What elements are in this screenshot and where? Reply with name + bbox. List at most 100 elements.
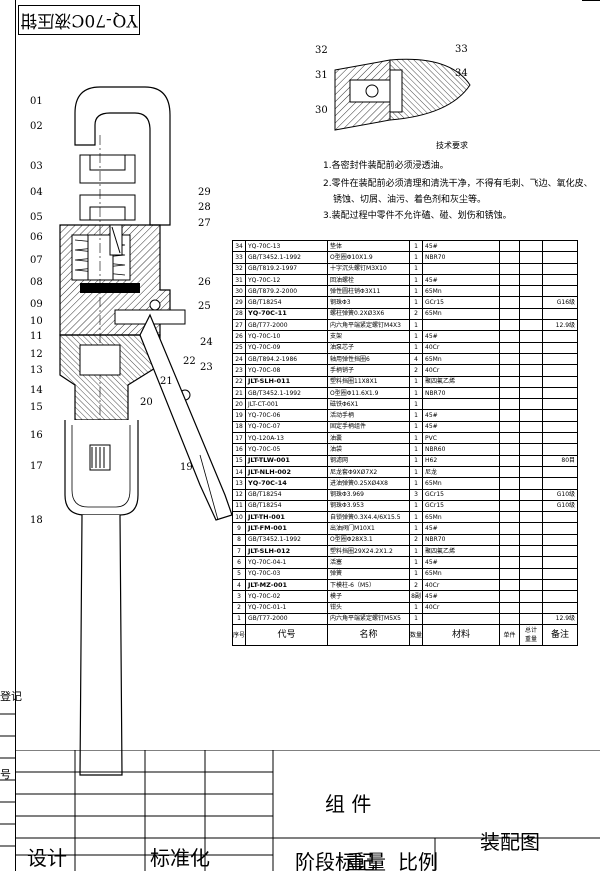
bom-cell-unit-weight <box>499 578 521 592</box>
bom-cell-name: 油囊 <box>327 432 411 445</box>
callout-16: 16 <box>30 430 43 441</box>
callout-06: 06 <box>30 232 43 243</box>
bom-cell-code: JLT-NLH-002 <box>245 465 329 479</box>
bom-cell-material: NBR70 <box>422 251 501 264</box>
bom-cell-note: 12.9级 <box>542 612 579 626</box>
bom-cell-note <box>542 352 579 366</box>
bom-cell-code: JLT-CT-001 <box>245 398 329 411</box>
bom-cell-no: 32 <box>231 262 247 275</box>
tech-req-item-4: 3.装配过程中零件不允许磕、碰、划伤和锈蚀。 <box>323 211 512 221</box>
bom-cell-no: 15 <box>231 454 247 467</box>
bom-cell-qty: 1 <box>409 262 424 275</box>
bom-cell-name: 钳头 <box>327 601 411 614</box>
bom-cell-note <box>542 567 579 580</box>
bom-cell-material: 45# <box>422 590 501 603</box>
bom-cell-no: 27 <box>231 319 247 332</box>
bom-cell-qty: 1 <box>409 477 424 490</box>
bom-cell-unit-weight <box>499 477 521 490</box>
bom-cell-no: 30 <box>231 285 247 298</box>
callout-27: 27 <box>198 218 211 229</box>
bom-cell-total-weight <box>519 522 544 535</box>
callout-24: 24 <box>200 337 213 348</box>
bom-cell-total-weight <box>519 307 544 321</box>
bom-cell-no: 19 <box>231 409 247 422</box>
bom-cell-total-weight <box>519 612 544 626</box>
bom-cell-no: 13 <box>231 477 247 490</box>
bom-cell-total-weight <box>519 499 544 513</box>
bom-cell-code: GB/T894.2-1986 <box>245 352 329 366</box>
side-label-register: 登记 <box>0 690 22 703</box>
callout-25: 25 <box>198 301 211 312</box>
bom-cell-note <box>542 590 579 603</box>
bom-cell-no: 11 <box>231 499 247 513</box>
bom-cell-no: 18 <box>231 420 247 434</box>
bom-cell-total-weight <box>519 398 544 411</box>
callout-22: 22 <box>183 356 196 367</box>
bom-cell-code: GB/T18254 <box>245 296 329 309</box>
bom-cell-name: 钢珠Φ3.953 <box>327 499 411 513</box>
side-register-lines <box>0 713 16 847</box>
bom-cell-qty: 1 <box>409 443 424 456</box>
bom-cell-material: 65Mn <box>422 567 501 580</box>
bom-cell-code: GB/T77-2000 <box>245 319 329 332</box>
bom-cell-note <box>542 364 579 377</box>
bom-cell-material: 45# <box>422 420 501 434</box>
callout-29: 29 <box>198 187 211 198</box>
bom-cell-name: 内六角平端紧定螺钉M4X3 <box>327 319 411 332</box>
bom-header-code: 代号 <box>245 624 329 647</box>
bom-cell-total-weight <box>519 477 544 490</box>
bom-cell-material <box>422 398 501 411</box>
bom-cell-qty: 1 <box>409 612 424 626</box>
bom-cell-qty: 1 <box>409 601 424 614</box>
main-section-drawing <box>59 86 233 776</box>
detail-view-drawing <box>334 58 471 131</box>
bom-cell-qty: 1 <box>409 386 424 400</box>
callout-14: 14 <box>30 385 43 396</box>
bom-cell-total-weight <box>519 545 544 558</box>
bom-cell-material <box>422 319 501 332</box>
bom-cell-note <box>542 239 579 253</box>
callout-08: 08 <box>30 277 43 288</box>
bom-cell-no: 17 <box>231 432 247 445</box>
bom-cell-qty: 2 <box>409 307 424 321</box>
bom-cell-name: 垫体 <box>327 239 411 253</box>
bom-cell-total-weight <box>519 556 544 569</box>
bom-cell-unit-weight <box>499 285 521 298</box>
bom-cell-material: 40Cr <box>422 601 501 614</box>
bom-cell-total-weight <box>519 578 544 592</box>
bom-cell-note <box>542 533 579 547</box>
bom-cell-name: 活塞 <box>327 556 411 569</box>
title-block-drawing-type: 装配图 <box>480 830 540 854</box>
bom-cell-unit-weight <box>499 454 521 467</box>
bom-cell-total-weight <box>519 465 544 479</box>
bom-cell-material: NBR70 <box>422 533 501 547</box>
title-block-design: 设计 <box>27 846 67 870</box>
bom-cell-name: 钢滤网 <box>327 454 411 467</box>
bom-cell-name: 十字沉头螺钉M3X10 <box>327 262 411 275</box>
title-block-stage: 阶段标记 <box>295 850 375 874</box>
bom-cell-code: JLT-SLH-012 <box>245 545 329 558</box>
bom-cell-name: 活动手柄 <box>327 409 411 422</box>
bom-cell-name: 弹簧 <box>327 567 411 580</box>
bom-cell-note <box>542 285 579 298</box>
bom-cell-unit-weight <box>499 296 521 309</box>
bom-header-unit-label: 单件 <box>503 631 516 639</box>
bom-cell-unit-weight <box>499 556 521 569</box>
bom-cell-unit-weight <box>499 330 521 343</box>
bom-cell-unit-weight <box>499 612 521 626</box>
bom-cell-note <box>542 432 579 445</box>
bom-cell-no: 33 <box>231 251 247 264</box>
callout-11: 11 <box>30 331 43 342</box>
bom-cell-no: 23 <box>231 364 247 377</box>
bom-cell-name: 支架 <box>327 330 411 343</box>
bom-cell-code: YQ-70C-02 <box>245 590 329 603</box>
bom-cell-note <box>542 556 579 569</box>
